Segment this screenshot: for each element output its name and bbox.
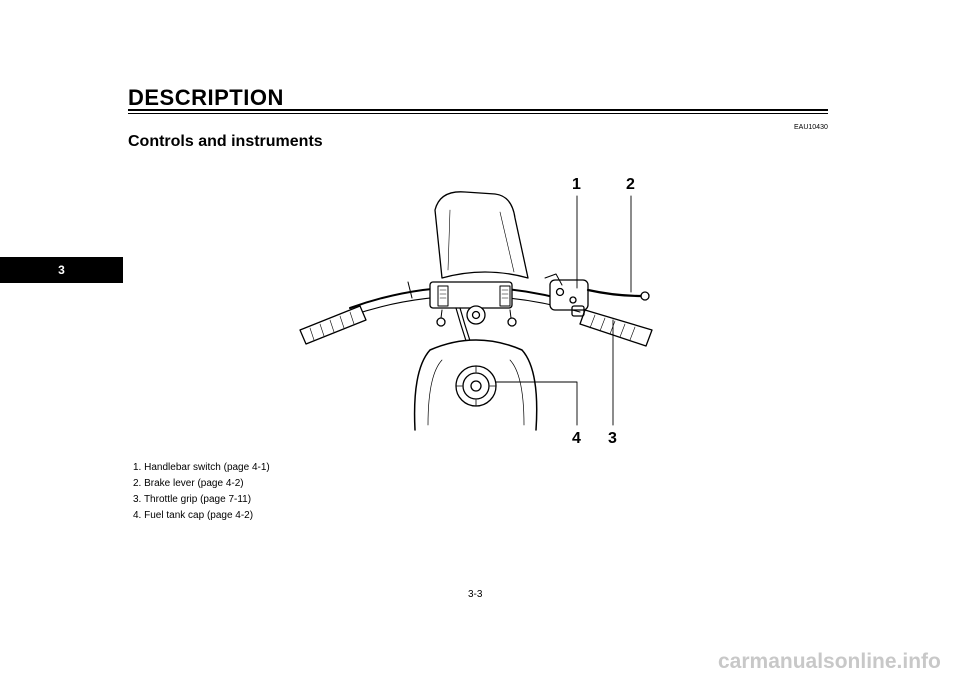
legend-item: 1. Handlebar switch (page 4-1)	[133, 460, 270, 476]
legend-number: 3.	[133, 494, 142, 505]
header-rule-thick	[128, 109, 828, 111]
legend-text: Fuel tank cap (page 4-2)	[144, 510, 254, 521]
page-number: 3-3	[468, 589, 483, 600]
callout-1: 1	[572, 176, 581, 193]
subsection-title: Controls and instruments	[128, 133, 323, 150]
legend-item: 2. Brake lever (page 4-2)	[133, 476, 270, 492]
handlebar-illustration: 1 2 3 4	[299, 176, 653, 447]
callout-3: 3	[608, 430, 617, 447]
legend-number: 1.	[133, 462, 142, 473]
callout-2: 2	[626, 176, 635, 193]
callout-4: 4	[572, 430, 581, 447]
legend-text: Brake lever (page 4-2)	[144, 478, 244, 489]
header-rule-thin	[128, 113, 828, 114]
legend-number: 4.	[133, 510, 142, 521]
chapter-tab: 3	[0, 257, 123, 283]
legend-item: 3. Throttle grip (page 7-11)	[133, 492, 270, 508]
section-title: DESCRIPTION	[128, 85, 284, 110]
reference-code: EAU10430	[794, 124, 828, 131]
legend-item: 4. Fuel tank cap (page 4-2)	[133, 508, 270, 524]
legend-text: Handlebar switch (page 4-1)	[144, 462, 270, 473]
legend-text: Throttle grip (page 7-11)	[143, 494, 252, 505]
figure-legend: 1. Handlebar switch (page 4-1) 2. Brake …	[133, 460, 270, 524]
watermark: carmanualsonline.info	[718, 650, 941, 673]
legend-number: 2.	[133, 478, 142, 489]
